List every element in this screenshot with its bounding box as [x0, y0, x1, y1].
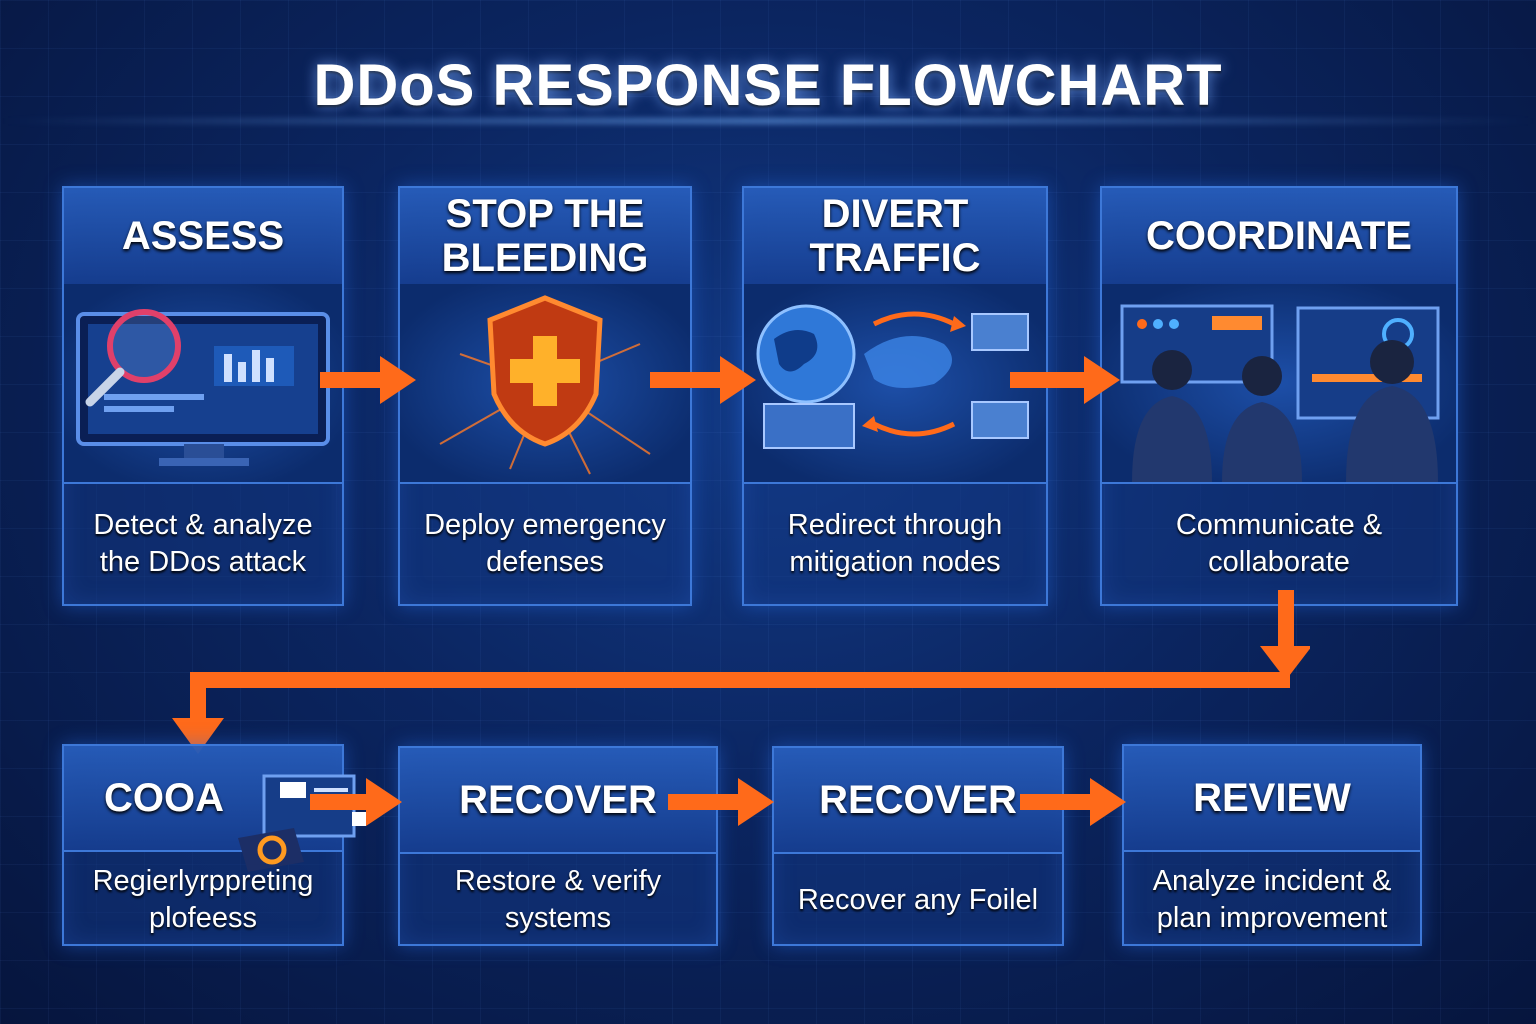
- step-heading-text: COOA: [104, 776, 224, 820]
- magnifier-monitor-icon: [64, 284, 342, 484]
- step-description: Communicate & collaborate: [1175, 509, 1383, 578]
- step-assess: ASSESS Detect & analyze the DDos attack: [62, 186, 344, 606]
- step-heading: STOP THE BLEEDING: [400, 188, 690, 286]
- step-heading: COORDINATE: [1102, 188, 1456, 286]
- step-heading: ASSESS: [64, 188, 342, 286]
- step-cooa: COOA Regierlyrppreting plofeess: [62, 744, 366, 946]
- step-heading: RECOVER: [400, 748, 716, 854]
- arrow-stop-to-divert: [650, 356, 756, 404]
- arrow-divert-to-coordinate: [1010, 356, 1120, 404]
- page-title: DDoS RESPONSE FLOWCHART: [313, 53, 1223, 118]
- step-heading: RECOVER: [774, 748, 1062, 854]
- step-description: Recover any Foilel: [797, 883, 1039, 916]
- step-review: REVIEW Analyze incident & plan improveme…: [1122, 744, 1422, 946]
- step-recover-2: RECOVER Recover any Foilel: [772, 746, 1064, 946]
- arrow-assess-to-stop: [320, 356, 416, 404]
- step-recover-1: RECOVER Restore & verify systems: [398, 746, 718, 946]
- step-description: Redirect through mitigation nodes: [787, 509, 1003, 578]
- step-heading: DIVERT TRAFFIC: [744, 188, 1046, 286]
- step-divert-traffic: DIVERT TRAFFIC Redirect through mitigati…: [742, 186, 1048, 606]
- team-monitors-icon: [1102, 284, 1456, 484]
- step-description: Restore & verify systems: [454, 865, 662, 934]
- arrow-cooa-to-recover: [310, 778, 402, 826]
- arrow-recover-to-recover: [668, 778, 774, 826]
- step-heading: REVIEW: [1124, 746, 1420, 852]
- globe-servers-icon: [744, 284, 1046, 484]
- step-description: Analyze incident & plan improvement: [1152, 865, 1392, 934]
- step-coordinate: COORDINATE Communicate & collaborate: [1100, 186, 1458, 606]
- step-description: Detect & analyze the DDos attack: [93, 509, 313, 578]
- step-stop-the-bleeding: STOP THE BLEEDING Deploy emergency defen…: [398, 186, 692, 606]
- arrow-coordinate-to-cooa: [172, 590, 1310, 754]
- step-description: Regierlyrppreting plofeess: [92, 865, 314, 934]
- arrow-recover-to-review: [1020, 778, 1126, 826]
- shield-cross-icon: [400, 284, 690, 484]
- step-description: Deploy emergency defenses: [424, 509, 666, 578]
- title-glow: [0, 118, 1536, 124]
